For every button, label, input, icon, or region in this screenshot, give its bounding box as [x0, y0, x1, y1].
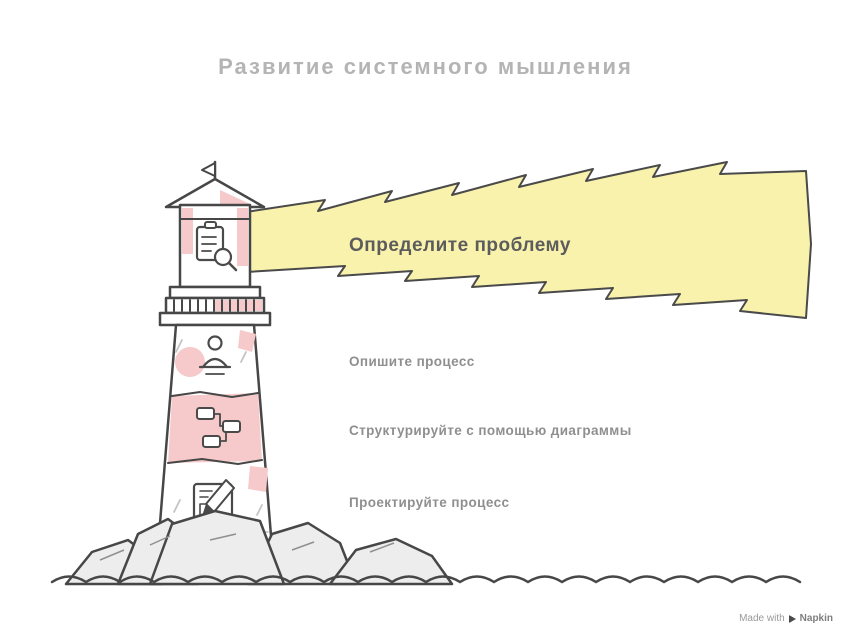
pennant: [201, 162, 216, 177]
flowchart-icon: [196, 407, 241, 448]
watermark-prefix: Made with: [739, 613, 785, 624]
tower-divider-1: [171, 391, 259, 398]
people-icon: [198, 335, 232, 375]
rocks: [64, 509, 454, 586]
tower-pink-band: [168, 393, 262, 463]
page-title: Развитие системного мышления: [218, 54, 633, 79]
lamp-pink-right: [237, 208, 248, 266]
watermark: Made with Napkin: [739, 613, 833, 624]
light-beam: [245, 161, 812, 319]
cornice: [168, 285, 262, 300]
railing-posts: [173, 299, 255, 312]
step-label-design-process: Проектируйте процесс: [349, 495, 510, 510]
lighthouse: [156, 160, 274, 550]
step-label-describe-process: Опишите процесс: [349, 354, 475, 369]
tower-shading: [173, 339, 263, 516]
napkin-logo-icon: [788, 614, 796, 623]
roof-pink-patch: [220, 190, 250, 204]
tower-pink-patch-bottom: [248, 466, 268, 492]
water-waves: [50, 575, 802, 584]
lamp-pink-left: [182, 208, 193, 254]
step-label-structure-diagram: Структурируйте с помощью диаграммы: [349, 423, 632, 438]
beam-step-label: Определите проблему: [349, 235, 571, 256]
rock-facets: [99, 533, 395, 561]
document-search-icon: [193, 221, 238, 279]
ledge: [158, 311, 272, 327]
tower-pink-patch-right: [238, 330, 256, 352]
tower-pink-blob: [175, 347, 205, 377]
watermark-brand: Napkin: [799, 613, 833, 624]
roof: [164, 177, 266, 209]
tower-divider-2: [167, 458, 263, 465]
